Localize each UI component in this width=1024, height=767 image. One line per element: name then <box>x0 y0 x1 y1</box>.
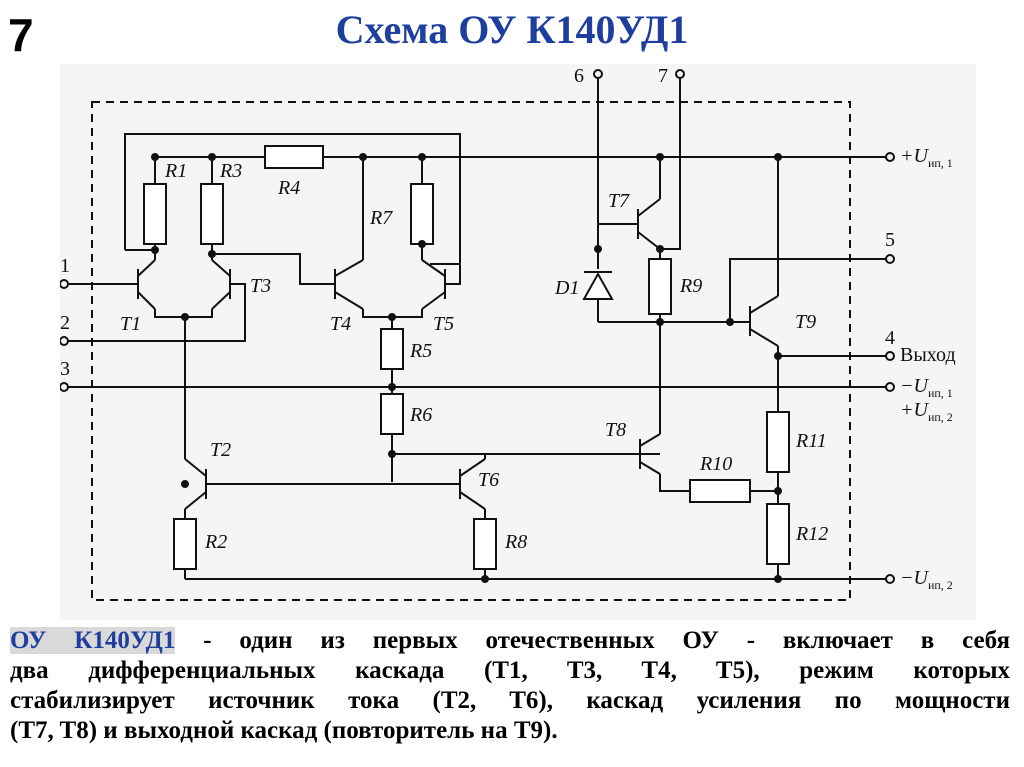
pin-7-label: 7 <box>658 65 668 87</box>
resistor-r8 <box>473 518 497 570</box>
pin-1-label: 1 <box>60 255 70 277</box>
label-r12: R12 <box>795 523 828 545</box>
label-r1: R1 <box>164 160 187 182</box>
terminal-plus-u1 <box>885 152 895 162</box>
resistor-r9 <box>648 258 672 315</box>
label-r9: R9 <box>679 275 702 297</box>
terminal-3 <box>60 382 69 392</box>
terminal-minus-u2 <box>885 574 895 584</box>
label-t7: T7 <box>608 190 630 212</box>
label-d1: D1 <box>554 277 579 299</box>
label-plus-u1: +Uип, 1 <box>900 145 953 170</box>
resistor-r10 <box>689 479 751 503</box>
label-minus-u2: −Uип, 2 <box>900 567 953 592</box>
caption-text: ОУ К140УД1 - один из первых отечественны… <box>10 626 1010 746</box>
resistor-r6 <box>380 393 404 435</box>
caption-line-4: (T7, T8) и выходной каскад (повторитель … <box>10 717 558 744</box>
label-r3: R3 <box>219 160 242 182</box>
terminal-2 <box>60 336 69 346</box>
resistor-r3 <box>200 183 224 245</box>
terminal-7 <box>675 69 685 79</box>
caption-line-3: стабилизирует источник тока (T2, T6), ка… <box>10 687 1010 714</box>
caption-highlight: ОУ К140УД1 <box>10 627 176 654</box>
label-t1: T1 <box>120 313 141 335</box>
resistor-r12 <box>766 503 790 565</box>
diode-d1 <box>582 271 614 300</box>
label-output: Выход <box>900 344 956 366</box>
label-r10: R10 <box>699 453 732 475</box>
caption-line-2: два дифференциальных каскада (T1, T3, T4… <box>10 657 1010 684</box>
caption-line-1: ОУ К140УД1 - один из первых отечественны… <box>10 626 1010 656</box>
terminal-6 <box>593 69 603 79</box>
label-r7: R7 <box>369 207 393 229</box>
resistor-r4 <box>264 145 324 169</box>
label-t6: T6 <box>478 469 499 491</box>
pin-5-label: 5 <box>885 229 895 251</box>
terminal-minus-u1 <box>885 382 895 392</box>
label-t4: T4 <box>330 313 351 335</box>
schematic-svg: R1 R3 R4 R7 R5 R6 R2 R8 R9 R10 R11 R12 T… <box>60 65 956 601</box>
label-r11: R11 <box>795 430 827 452</box>
pin-3-label: 3 <box>60 358 70 380</box>
label-t3: T3 <box>250 275 271 297</box>
resistor-r2 <box>173 518 197 570</box>
label-r5: R5 <box>409 340 432 362</box>
label-r6: R6 <box>409 404 432 426</box>
terminal-1 <box>60 279 69 289</box>
slide-number: 7 <box>8 9 34 61</box>
pin-6-label: 6 <box>574 65 584 87</box>
label-t2: T2 <box>210 439 231 461</box>
caption-line-1-rest: - один из первых отечественных ОУ - вклю… <box>175 627 1010 654</box>
label-t8: T8 <box>605 419 626 441</box>
terminal-4-output <box>885 351 895 361</box>
pin-4-label: 4 <box>885 327 895 349</box>
label-t5: T5 <box>433 313 454 335</box>
label-r4: R4 <box>277 177 300 199</box>
chip-boundary <box>91 101 851 601</box>
label-plus-u2: +Uип, 2 <box>900 399 953 424</box>
circuit-diagram: R1 R3 R4 R7 R5 R6 R2 R8 R9 R10 R11 R12 T… <box>60 64 976 620</box>
resistor-r7 <box>410 183 434 245</box>
terminal-5 <box>885 254 895 264</box>
resistor-r1 <box>143 183 167 245</box>
slide-title: Схема ОУ К140УД1 <box>335 7 689 52</box>
pin-2-label: 2 <box>60 312 70 334</box>
label-t9: T9 <box>795 311 816 333</box>
label-r2: R2 <box>204 531 227 553</box>
resistor-r11 <box>766 411 790 473</box>
resistor-r5 <box>380 328 404 370</box>
label-minus-u1: −Uип, 1 <box>900 375 953 400</box>
label-r8: R8 <box>504 531 527 553</box>
